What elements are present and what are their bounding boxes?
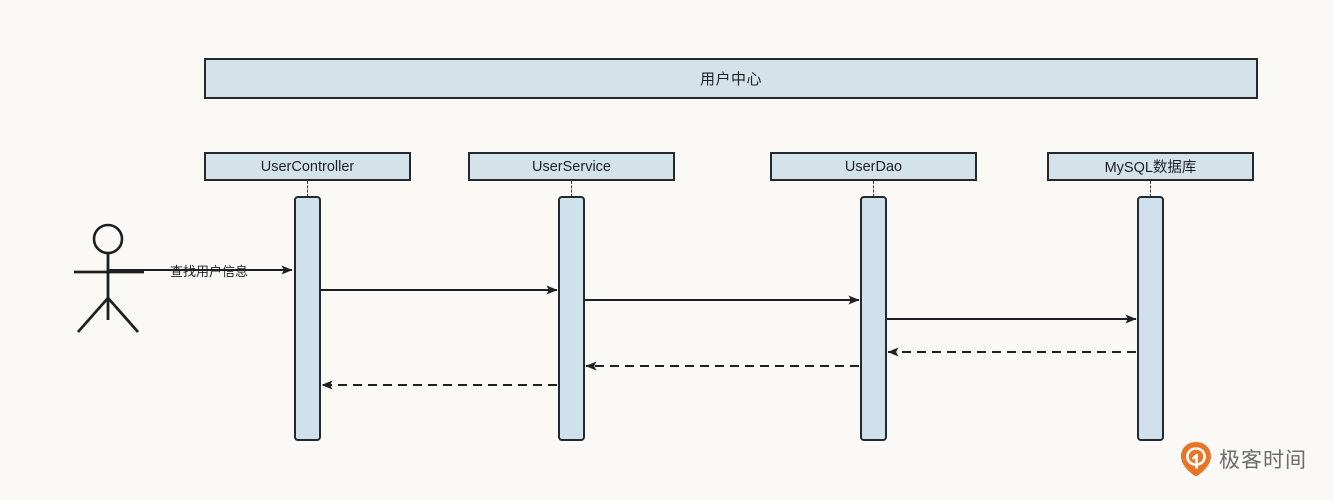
watermark: 极客时间 [1180,441,1307,477]
actor-icon [74,223,144,333]
lifeline-mysql-database [1150,181,1151,197]
participant-label: UserDao [844,158,903,175]
participant-mysql-database[interactable]: MySQL数据库 [1047,152,1254,181]
message-label-find-user-info: 查找用户信息 [170,264,249,279]
participant-user-controller[interactable]: UserController [204,152,411,181]
watermark-text: 极客时间 [1219,449,1307,472]
lifeline-user-service [571,181,572,197]
geektime-pin-logo-icon [1181,442,1211,477]
participant-label: MySQL数据库 [1104,160,1197,176]
participant-user-dao[interactable]: UserDao [770,152,977,181]
activation-bar-user-controller [294,196,321,441]
activation-bar-mysql-database [1137,196,1164,441]
diagram-title-banner: 用户中心 [204,58,1258,99]
participant-label: UserService [532,158,611,175]
diagram-title: 用户中心 [699,71,762,88]
participant-user-service[interactable]: UserService [468,152,675,181]
lifeline-user-controller [307,181,308,197]
participant-label: UserController [260,158,355,175]
actor-figure[interactable] [74,222,144,334]
activation-bar-user-dao [860,196,887,441]
lifeline-user-dao [873,181,874,197]
activation-bar-user-service [558,196,585,441]
